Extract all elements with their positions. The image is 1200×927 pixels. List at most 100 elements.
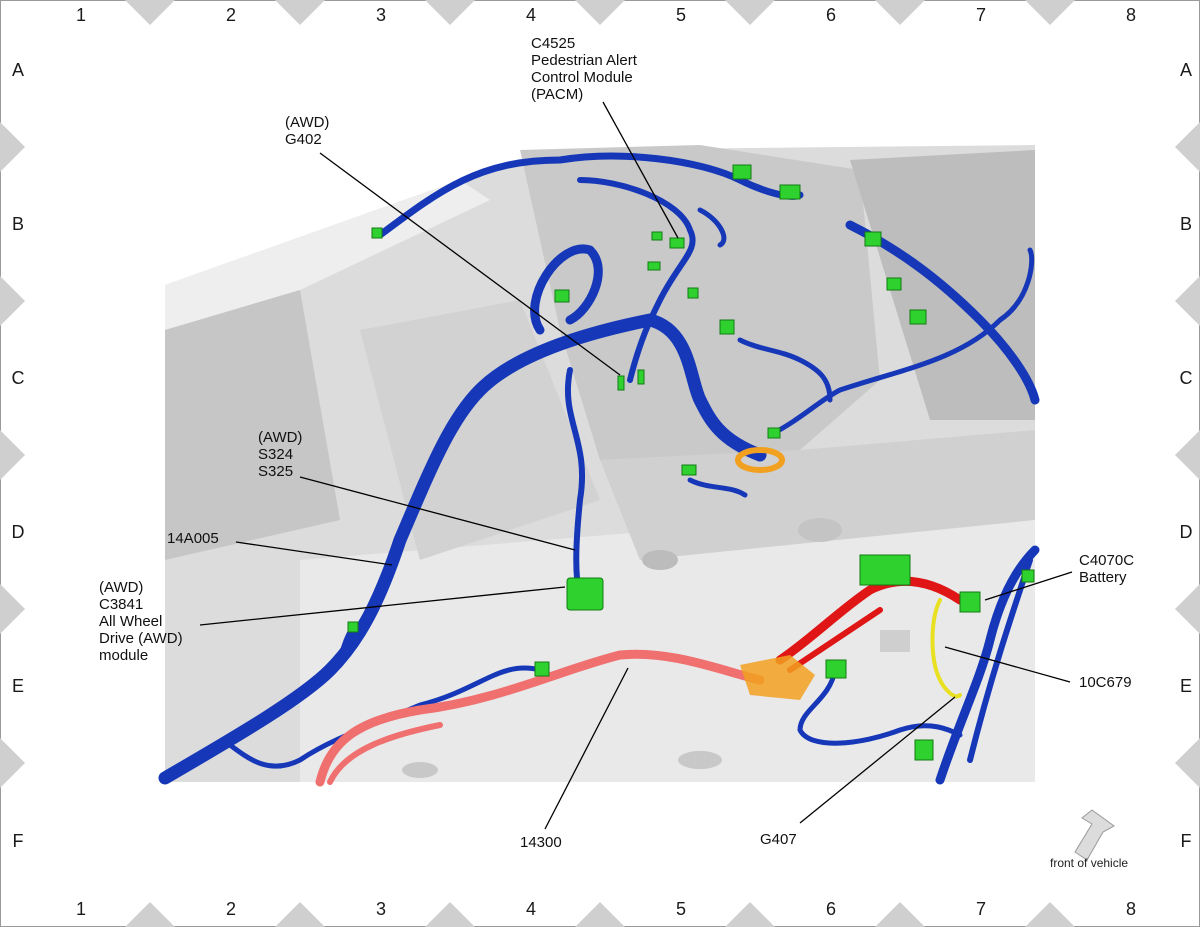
callout-line: Control Module — [531, 69, 633, 86]
connector-rq-b — [886, 277, 902, 291]
callout-line: G402 — [285, 131, 322, 148]
callout-line: S324 — [258, 446, 294, 463]
grid-row-c: C — [11, 368, 25, 388]
grid-col-7: 7 — [975, 5, 986, 25]
harnesses — [158, 152, 1040, 787]
callout-line: 14A005 — [167, 530, 219, 547]
grid-row-b: B — [1179, 214, 1192, 234]
grid-col-4: 4 — [525, 5, 536, 25]
front-arrow-icon — [1074, 809, 1115, 861]
grid-col-8: 8 — [1125, 5, 1136, 25]
connector-floor-right — [825, 659, 847, 679]
connector-grommet — [767, 427, 781, 439]
grid-row-e: E — [11, 676, 24, 696]
vehicle-body — [165, 145, 1035, 782]
connector-c4070c — [959, 591, 981, 613]
grid-row-f: F — [1180, 831, 1192, 851]
callout-line: (AWD) — [258, 429, 303, 446]
harness-loop — [530, 244, 603, 335]
grid-col-3: 3 — [375, 899, 386, 919]
grid-col-6: 6 — [825, 899, 836, 919]
callout-line: Drive (AWD) — [99, 630, 183, 647]
callout-g402: (AWD) G402 — [285, 114, 329, 148]
harness-right-upper — [767, 247, 1035, 438]
grid-col-7: 7 — [975, 899, 986, 919]
callout-14300: 14300 — [520, 834, 562, 851]
grid-col-6: 6 — [825, 5, 836, 25]
callout-line: 10C679 — [1079, 674, 1132, 691]
connector-g402-b — [637, 369, 645, 385]
connector-left — [347, 621, 359, 633]
harness-spare — [687, 477, 748, 498]
callout-line: All Wheel — [99, 613, 163, 630]
connector-rq-a — [864, 231, 882, 247]
callout-c4525: C4525 Pedestrian Alert Control Module (P… — [531, 35, 637, 103]
grid-row-a: A — [11, 60, 24, 80]
connector-edge — [1021, 569, 1035, 583]
harness-awd-branch — [564, 367, 586, 603]
callout-line: C4525 — [531, 35, 576, 52]
connector-pacm-b — [651, 231, 663, 241]
callout-line: C3841 — [99, 596, 144, 613]
harness-roof-upper — [376, 152, 804, 239]
grid-row-b: B — [11, 214, 24, 234]
cable-10c679 — [930, 598, 962, 699]
callout-c3841: (AWD) C3841 All Wheel Drive (AWD) module — [99, 579, 183, 664]
callout-c4070c: C4070C Battery — [1079, 552, 1134, 586]
callout-14a005: 14A005 — [167, 530, 219, 547]
connector-c4525 — [669, 237, 685, 249]
connector-spare — [681, 464, 697, 476]
callout-line: (AWD) — [285, 114, 330, 131]
harness-right-quarter — [845, 220, 1040, 405]
cable-battery-red — [775, 576, 965, 665]
connector-pacm-c — [647, 261, 661, 271]
callout-s324-s325: (AWD) S324 S325 — [258, 429, 302, 480]
connector-floor-left — [534, 661, 550, 677]
grid-col-5: 5 — [675, 5, 686, 25]
connector-pacm-d — [687, 287, 699, 299]
callout-g407: G407 — [760, 831, 797, 848]
callout-line: S325 — [258, 463, 294, 480]
connector-c3841 — [566, 577, 604, 611]
callout-line: Battery — [1079, 569, 1127, 586]
connector-roof-a — [732, 164, 752, 180]
grid-row-d: D — [11, 522, 25, 542]
grid-col-1: 1 — [75, 899, 86, 919]
callout-line: G407 — [760, 831, 797, 848]
grid-row-c: C — [1179, 368, 1193, 388]
connector-center — [719, 319, 735, 335]
callout-line: C4070C — [1079, 552, 1135, 569]
grommet — [735, 447, 785, 473]
harness-floor-right — [797, 667, 963, 746]
connector-lower-right — [914, 739, 934, 761]
callout-line: (PACM) — [531, 86, 584, 103]
connector-loop — [554, 289, 570, 303]
grid-col-5: 5 — [675, 899, 686, 919]
connector-g402-a — [617, 375, 625, 391]
callout-10c679: 10C679 — [1079, 674, 1132, 691]
cable-14300-strand — [327, 722, 443, 785]
cable-14300 — [315, 649, 765, 787]
harness-pacm — [577, 177, 696, 383]
grid-row-f: F — [12, 831, 24, 851]
front-of-vehicle-label: front of vehicle — [1050, 856, 1129, 870]
connector-roof-b — [779, 184, 801, 200]
connectors — [347, 164, 1035, 761]
harness-main-14a005 — [158, 313, 767, 785]
grid-col-2: 2 — [225, 899, 236, 919]
harness-center — [737, 337, 833, 403]
grid-col-3: 3 — [375, 5, 386, 25]
connector-roof-left — [371, 227, 383, 239]
callout-line: 14300 — [520, 834, 562, 851]
connector-rq-c — [909, 309, 927, 325]
callout-line: module — [99, 647, 149, 664]
grid-col-2: 2 — [225, 5, 236, 25]
callout-line: Pedestrian Alert — [531, 52, 637, 69]
leader-lines — [199, 101, 1073, 830]
harness-pacm-stub — [697, 207, 727, 248]
grid-row-a: A — [1179, 60, 1192, 80]
grid-col-1: 1 — [75, 5, 86, 25]
grid-col-4: 4 — [525, 899, 536, 919]
